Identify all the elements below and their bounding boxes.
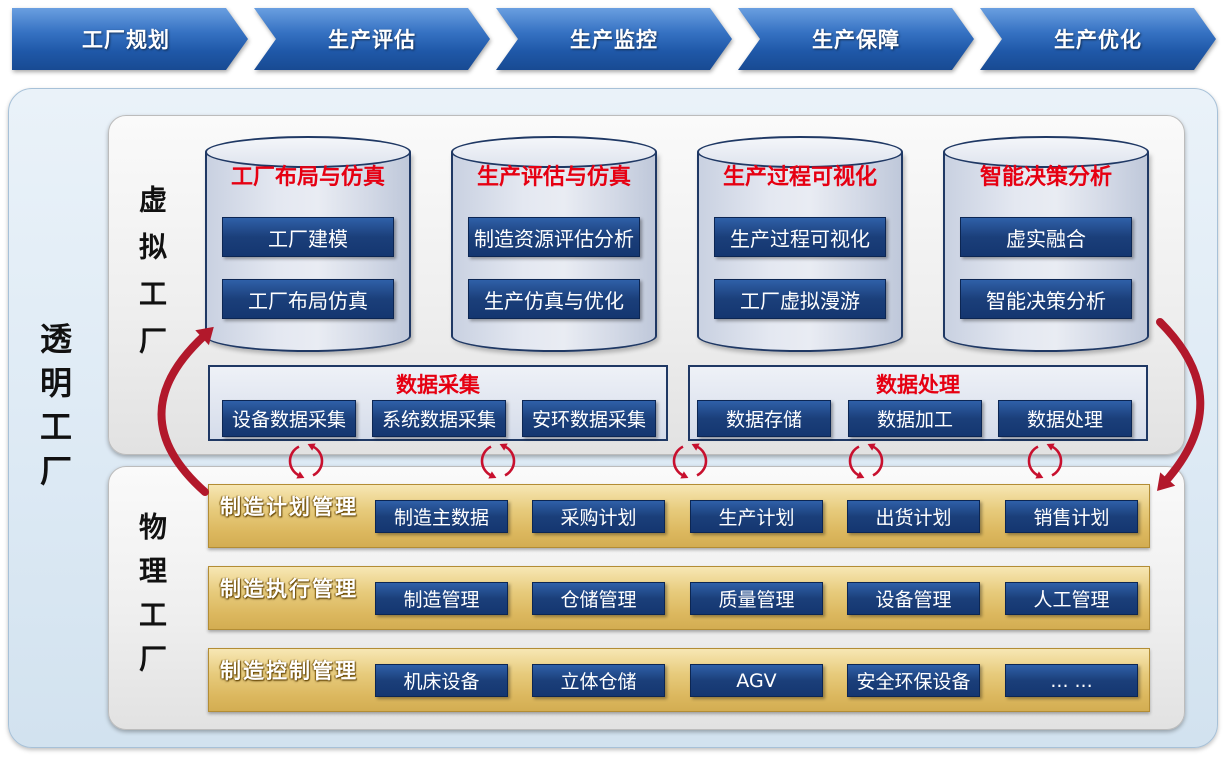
cylinder-top xyxy=(451,136,657,168)
layer-manufacturing-control: 制造控制管理 机床设备 立体仓储 AGV 安全环保设备 ... ... xyxy=(208,648,1150,712)
data-processing-box: 数据处理 数据存储 数据加工 数据处理 xyxy=(688,365,1148,441)
function-node: 制造主数据 xyxy=(375,500,508,533)
cylinder-top xyxy=(943,136,1149,168)
module-production-visualization: 生产过程可视化 生产过程可视化 工厂虚拟漫游 xyxy=(697,134,903,356)
process-step-production-optimization: 生产优化 xyxy=(980,8,1216,70)
function-node: 生产计划 xyxy=(690,500,823,533)
function-node: 人工管理 xyxy=(1005,582,1138,615)
module-intelligent-decision-analysis: 智能决策分析 虚实融合 智能决策分析 xyxy=(943,134,1149,356)
function-node: 生产仿真与优化 xyxy=(468,279,640,319)
function-node: 安环数据采集 xyxy=(522,400,656,437)
process-flow: 工厂规划 生产评估 生产监控 生产保障 生产优化 xyxy=(0,0,1227,80)
physical-factory-label: 物理工厂 xyxy=(135,512,168,688)
function-node: 设备管理 xyxy=(847,582,980,615)
layer-title: 制造执行管理 xyxy=(220,577,358,601)
layer-manufacturing-execution: 制造执行管理 制造管理 仓储管理 质量管理 设备管理 人工管理 xyxy=(208,566,1150,630)
process-step-production-monitoring: 生产监控 xyxy=(496,8,732,70)
process-step-label: 生产优化 xyxy=(1054,28,1142,52)
module-factory-layout-simulation: 工厂布局与仿真 工厂建模 工厂布局仿真 xyxy=(205,134,411,356)
process-step-production-evaluation: 生产评估 xyxy=(254,8,490,70)
function-node: 数据处理 xyxy=(998,400,1132,437)
virtual-factory-label: 虚拟工厂 xyxy=(135,185,168,373)
process-step-label: 生产监控 xyxy=(570,28,658,52)
function-node: 制造管理 xyxy=(375,582,508,615)
function-node: 制造资源评估分析 xyxy=(468,217,640,257)
function-node: 工厂建模 xyxy=(222,217,394,257)
module-title: 工厂布局与仿真 xyxy=(230,165,385,190)
module-production-evaluation-simulation: 生产评估与仿真 制造资源评估分析 生产仿真与优化 xyxy=(451,134,657,356)
process-step-label: 生产评估 xyxy=(328,28,416,52)
function-node: 出货计划 xyxy=(847,500,980,533)
data-collection-box: 数据采集 设备数据采集 系统数据采集 安环数据采集 xyxy=(208,365,668,441)
function-node: 设备数据采集 xyxy=(222,400,356,437)
function-node: 工厂布局仿真 xyxy=(222,279,394,319)
layer-manufacturing-planning: 制造计划管理 制造主数据 采购计划 生产计划 出货计划 销售计划 xyxy=(208,484,1150,548)
process-step-factory-planning: 工厂规划 xyxy=(12,8,248,70)
module-title: 生产过程可视化 xyxy=(722,165,877,190)
process-step-production-assurance: 生产保障 xyxy=(738,8,974,70)
transparent-factory-label: 透明工厂 xyxy=(35,322,73,498)
module-title: 智能决策分析 xyxy=(979,165,1112,190)
function-node: 立体仓储 xyxy=(532,664,665,697)
function-node: 安全环保设备 xyxy=(847,664,980,697)
function-node: 销售计划 xyxy=(1005,500,1138,533)
data-processing-title: 数据处理 xyxy=(876,373,960,397)
module-title: 生产评估与仿真 xyxy=(476,165,631,190)
function-node: 工厂虚拟漫游 xyxy=(714,279,886,319)
function-node: 采购计划 xyxy=(532,500,665,533)
function-node: 虚实融合 xyxy=(960,217,1132,257)
cylinder-top xyxy=(697,136,903,168)
cylinder-top xyxy=(205,136,411,168)
data-collection-title: 数据采集 xyxy=(396,373,480,397)
function-node: AGV xyxy=(690,664,823,697)
function-node: ... ... xyxy=(1005,664,1138,697)
function-node: 仓储管理 xyxy=(532,582,665,615)
function-node: 数据存储 xyxy=(697,400,831,437)
function-node: 智能决策分析 xyxy=(960,279,1132,319)
process-step-label: 生产保障 xyxy=(812,28,900,52)
function-node: 生产过程可视化 xyxy=(714,217,886,257)
layer-title: 制造计划管理 xyxy=(220,495,358,519)
function-node: 数据加工 xyxy=(848,400,982,437)
function-node: 质量管理 xyxy=(690,582,823,615)
layer-title: 制造控制管理 xyxy=(220,659,358,683)
process-step-label: 工厂规划 xyxy=(82,28,170,52)
function-node: 机床设备 xyxy=(375,664,508,697)
function-node: 系统数据采集 xyxy=(372,400,506,437)
